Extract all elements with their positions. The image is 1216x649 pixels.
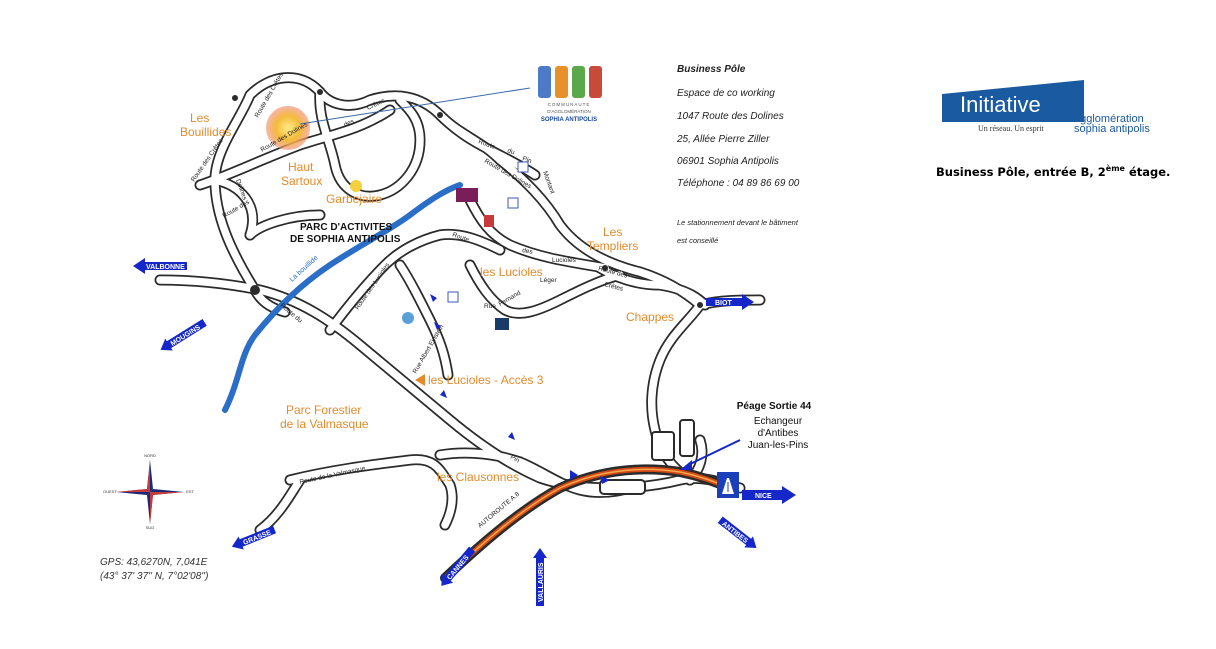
nice-arrow: NICE bbox=[742, 486, 796, 504]
cannes-arrow: CANNES bbox=[441, 546, 476, 586]
road-des-cretes: des bbox=[343, 118, 356, 129]
initiative-logo-graphic: Initiative agglomération sophia antipoli… bbox=[942, 80, 1150, 135]
antibes-arrow: ANTIBES bbox=[717, 516, 757, 549]
road-pin-2: du bbox=[506, 147, 516, 156]
peage-title: Péage Sortie 44 bbox=[737, 401, 812, 412]
logo-tagline: Un réseau. Un esprit bbox=[978, 124, 1045, 133]
arrow-biot: BIOT bbox=[715, 300, 732, 307]
building-icons bbox=[350, 161, 529, 330]
gps-block: GPS: 43,6270N, 7,041E (43° 37' 37'' N, 7… bbox=[100, 556, 208, 584]
road-des-2: des bbox=[522, 247, 534, 256]
logo-main: Initiative bbox=[960, 92, 1041, 117]
valbonne-arrow: VALBONNE bbox=[133, 258, 187, 274]
peage-pointer bbox=[685, 439, 741, 467]
address-parking-2: est conseillé bbox=[677, 236, 719, 245]
community-logo-icon bbox=[538, 66, 602, 98]
place-bouillides-1: Les bbox=[190, 111, 209, 125]
logo-sub1: agglomération bbox=[1074, 113, 1144, 125]
place-bouillides-2: Bouillides bbox=[180, 125, 231, 139]
place-forestier-1: Parc Forestier bbox=[286, 403, 361, 417]
road-cretes-3: Crêtes bbox=[603, 281, 624, 293]
compass-s: SUD bbox=[146, 525, 155, 530]
road-pin-3: Pin bbox=[521, 155, 533, 165]
arrow-mougins: MOUGINS bbox=[170, 324, 202, 348]
address-line2: 1047 Route des Dolines bbox=[677, 111, 784, 122]
caption-suffix: étage. bbox=[1124, 164, 1171, 179]
peage-line3: Juan-les-Pins bbox=[748, 440, 809, 451]
place-chappes: Chappes bbox=[626, 310, 674, 324]
logo-sub2: sophia antipolis bbox=[1074, 123, 1150, 135]
place-forestier-2: de la Valmasque bbox=[280, 417, 369, 431]
compass-rose-icon bbox=[116, 460, 184, 524]
compass-e: EST bbox=[186, 489, 194, 494]
road-lucioles: Lucioles bbox=[552, 257, 577, 264]
road-montant: Montant bbox=[541, 170, 556, 195]
river-bouillide bbox=[222, 182, 463, 413]
gps-line1: GPS: 43,6270N, 7,041E bbox=[100, 557, 208, 568]
community-logo-line2: D'AGGLOMÉRATION bbox=[547, 108, 591, 114]
arrow-vallauris: VALLAURIS bbox=[538, 562, 545, 602]
location-marker bbox=[266, 106, 310, 150]
road-leger: Léger bbox=[540, 277, 557, 284]
place-garbejaire: Garbejaire bbox=[326, 192, 382, 206]
community-logo-line1: COMMUNAUTE bbox=[548, 102, 591, 107]
place-clausonnes: les Clausonnes bbox=[437, 470, 519, 484]
road-network bbox=[154, 72, 766, 536]
arrow-antibes: ANTIBES bbox=[720, 521, 749, 546]
initiative-logo: Initiative agglomération sophia antipoli… bbox=[942, 76, 1172, 136]
address-line4: 06901 Sophia Antipolis bbox=[677, 156, 779, 167]
grasse-arrow: GRASSE bbox=[231, 525, 277, 550]
place-templiers-2: Templiers bbox=[587, 239, 638, 253]
address-phone: Téléphone : 04 89 86 69 00 bbox=[677, 178, 800, 189]
address-line1: Espace de co working bbox=[677, 88, 775, 99]
parc-title-1: PARC D'ACTIVITES bbox=[300, 222, 393, 233]
biot-arrow: BIOT bbox=[706, 294, 754, 310]
community-logo-line3: SOPHIA ANTIPOLIS bbox=[541, 117, 597, 123]
mougins-arrow: MOUGINS bbox=[160, 318, 207, 351]
place-lucioles-acces: les Lucioles - Accès 3 bbox=[428, 373, 544, 387]
caption-sup: ème bbox=[1105, 164, 1125, 173]
peage-line2: d'Antibes bbox=[758, 428, 799, 439]
road-rue: Rue bbox=[484, 303, 496, 310]
gps-line2: (43° 37' 37'' N, 7°02'08'') bbox=[100, 571, 209, 582]
road-pin-road: Pin bbox=[509, 454, 521, 465]
parc-title-2: DE SOPHIA ANTIPOLIS bbox=[290, 234, 401, 245]
arrow-valbonne: VALBONNE bbox=[146, 264, 185, 271]
place-haut-2: Sartoux bbox=[281, 174, 322, 188]
address-title: Business Pôle bbox=[677, 64, 746, 75]
place-lucioles: les Lucioles bbox=[480, 265, 543, 279]
place-templiers-1: Les bbox=[603, 225, 622, 239]
vallauris-arrow: VALLAURIS bbox=[533, 548, 547, 606]
building-caption: Business Pôle, entrée B, 2ème étage. bbox=[936, 164, 1170, 179]
address-line3: 25, Allée Pierre Ziller bbox=[677, 134, 770, 145]
autoroute-sign-icon bbox=[717, 472, 739, 498]
compass-n: NORD bbox=[144, 453, 156, 458]
caption-prefix: Business Pôle, entrée B, 2 bbox=[936, 164, 1106, 179]
address-parking-1: Le stationnement devant le bâtiment bbox=[677, 218, 798, 227]
peage-line1: Echangeur bbox=[754, 416, 803, 427]
arrow-nice: NICE bbox=[755, 493, 772, 500]
place-haut-1: Haut bbox=[288, 160, 314, 174]
pointer-line bbox=[299, 87, 531, 125]
road-fernand: Fernand bbox=[498, 289, 523, 307]
compass-w: OUEST bbox=[103, 489, 117, 494]
